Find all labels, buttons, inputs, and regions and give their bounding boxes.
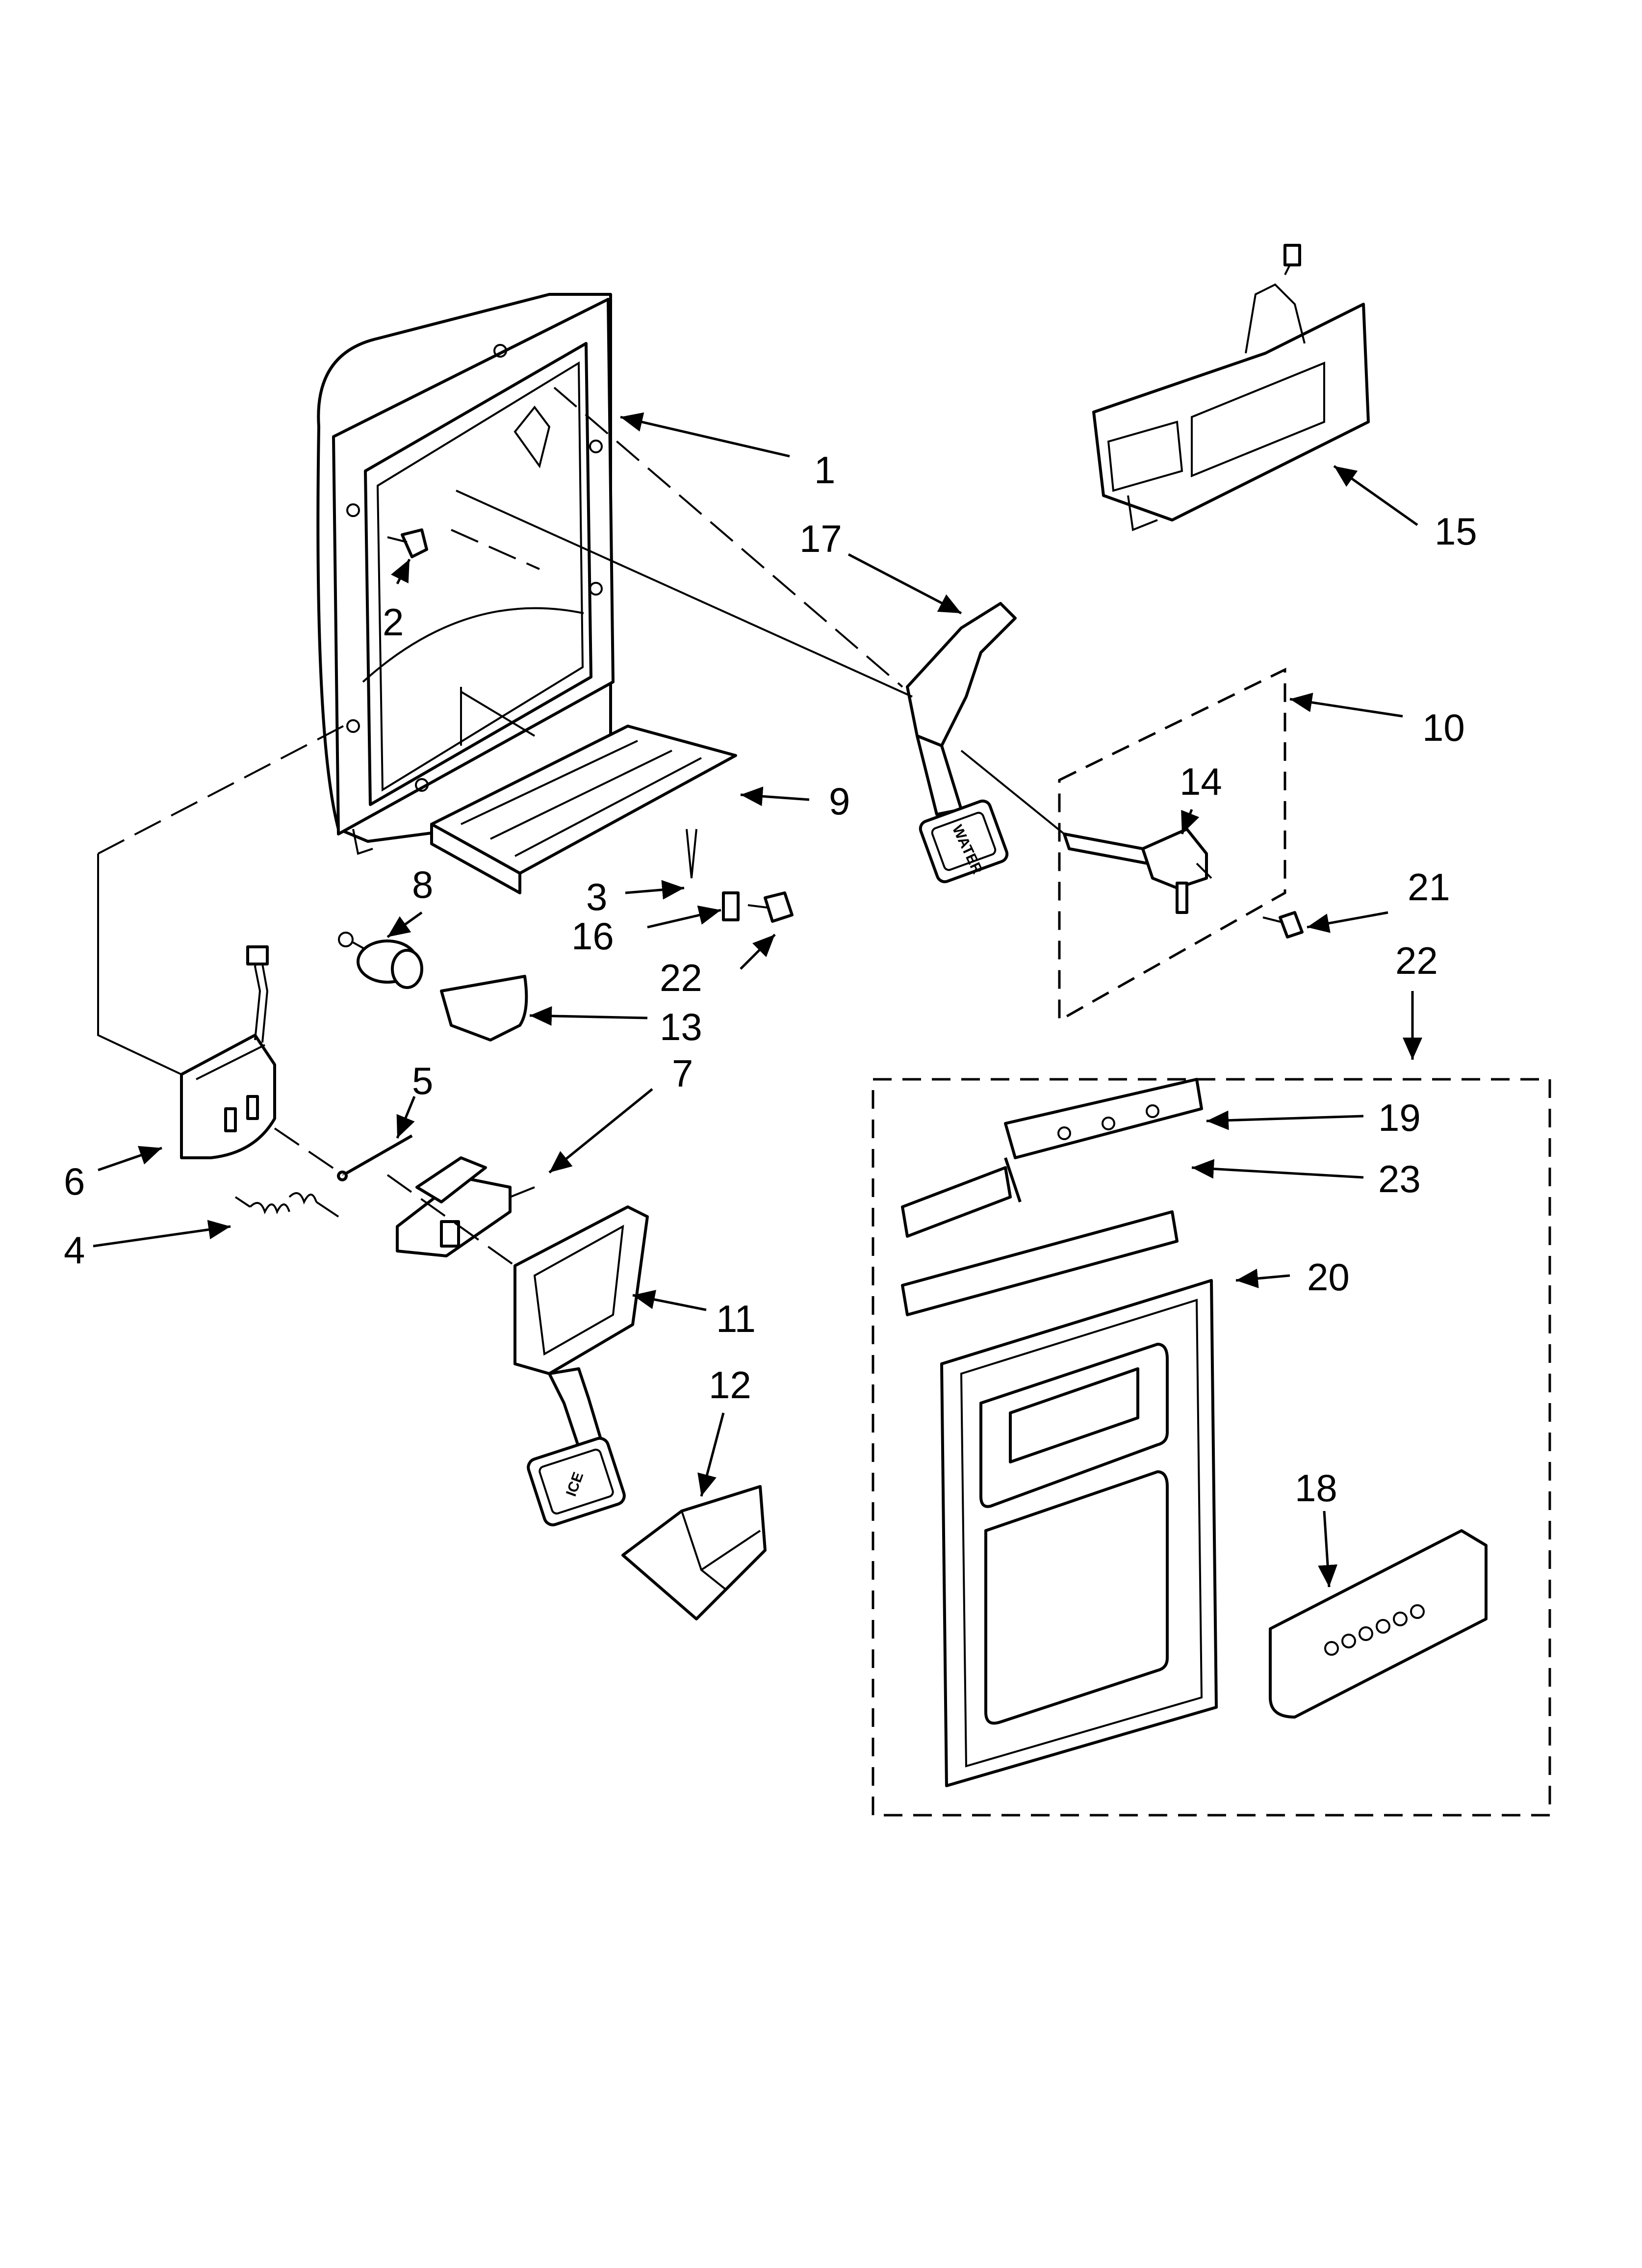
part-12-chute <box>621 1485 767 1620</box>
part-4-springs <box>234 1192 339 1218</box>
callout-6: 6 <box>64 1160 85 1203</box>
part-11-ice-paddle: ICE <box>513 1205 649 1527</box>
callout-2: 2 <box>383 600 404 644</box>
part-9-chute-door <box>430 725 737 894</box>
part-10-group-outline <box>1058 667 1286 1023</box>
part-1-housing <box>316 293 615 855</box>
part-16-plate <box>722 891 740 921</box>
part-2-screw <box>387 528 428 558</box>
part-8-solenoid <box>338 932 423 989</box>
callout-19: 19 <box>1378 1096 1421 1139</box>
part-22-group-outline <box>872 1078 1551 1817</box>
callout-4: 4 <box>64 1228 85 1272</box>
part-3-spring-clip <box>686 829 697 879</box>
callout-21: 21 <box>1408 865 1450 909</box>
callout-labels: 1 2 3 4 5 6 7 8 9 10 11 12 13 14 15 16 1… <box>64 448 1477 1510</box>
part-13-cover <box>440 975 528 1042</box>
part-17-water-paddle: WATER <box>906 602 1017 884</box>
part-19-control-board <box>901 1078 1203 1238</box>
callout-13: 13 <box>660 1005 702 1048</box>
callout-7: 7 <box>672 1052 693 1095</box>
callout-18: 18 <box>1295 1466 1337 1510</box>
callout-16: 16 <box>571 914 614 958</box>
callout-14: 14 <box>1180 760 1222 803</box>
callout-12: 12 <box>709 1363 751 1407</box>
callout-11: 11 <box>716 1297 756 1340</box>
assembly-guide-lines <box>97 387 1065 1267</box>
callout-9: 9 <box>829 780 850 823</box>
part-18-control-overlay <box>1269 1529 1488 1719</box>
callout-22-lower: 22 <box>1395 939 1438 982</box>
callout-20: 20 <box>1307 1255 1350 1299</box>
callout-3: 3 <box>586 875 607 918</box>
callout-17: 17 <box>799 517 842 560</box>
callout-5: 5 <box>412 1059 433 1102</box>
callout-23: 23 <box>1378 1157 1421 1200</box>
part-23-gasket-strip <box>901 1210 1179 1316</box>
callout-1: 1 <box>814 448 835 492</box>
part-6-module <box>180 945 276 1159</box>
part-20-front-panel <box>940 1279 1218 1787</box>
callout-15: 15 <box>1435 510 1477 553</box>
callout-10: 10 <box>1422 706 1465 749</box>
callout-22-upper: 22 <box>660 956 702 999</box>
part-15-control-housing <box>1092 244 1370 531</box>
part-14-lever-bracket <box>1063 828 1212 914</box>
part-21-screw <box>1262 911 1304 938</box>
part-5-rod <box>337 1134 413 1181</box>
part-7-actuator <box>396 1156 535 1257</box>
callout-8: 8 <box>412 863 433 906</box>
part-22-screw <box>747 891 794 923</box>
leader-lines <box>93 412 1422 1588</box>
